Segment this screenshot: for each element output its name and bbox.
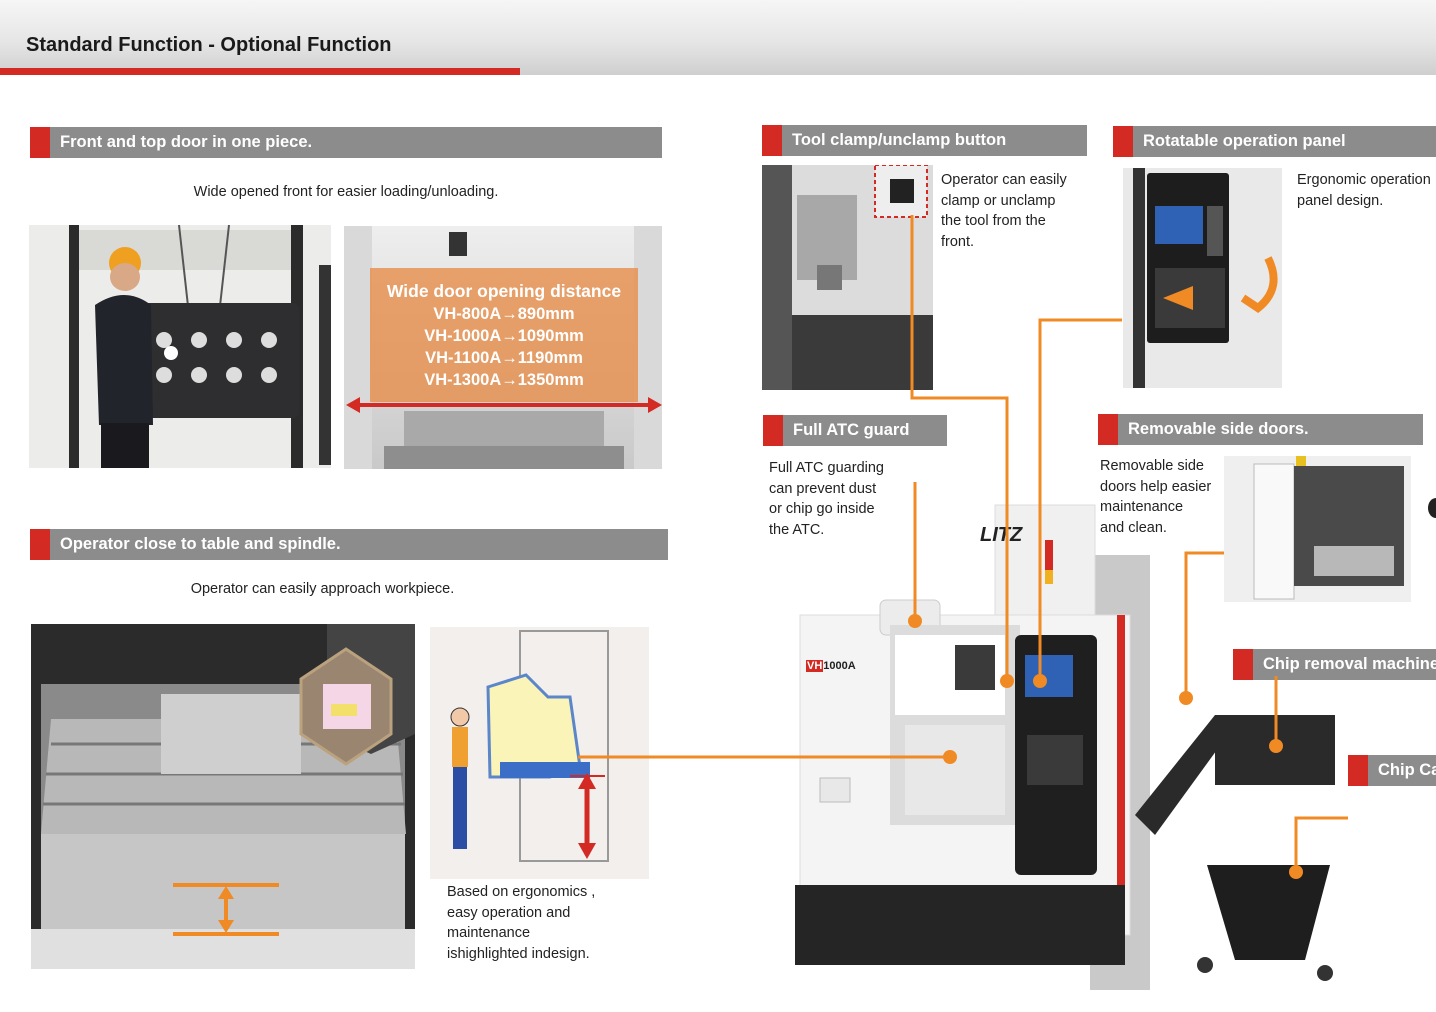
chip-removal-header: Chip removal machine — [1233, 649, 1436, 680]
side-doors-title: Removable side doors. — [1128, 420, 1309, 438]
chip-cart-header: Chip Ca — [1348, 755, 1436, 786]
operation-panel-photo — [1123, 168, 1282, 388]
text-line: the ATC. — [769, 521, 825, 538]
callout-dot — [908, 614, 922, 628]
tool-clamp-text: Operator can easily clamp or unclamp the… — [941, 170, 1091, 252]
text-line: Removable side — [1100, 458, 1204, 474]
text-line: panel design. — [1297, 192, 1384, 209]
machine-model-label: VH1000A — [806, 660, 856, 672]
front-door-loading-photo — [29, 225, 331, 468]
chip-cart-title: Chip Ca — [1378, 761, 1436, 779]
rotatable-panel-title: Rotatable operation panel — [1143, 132, 1346, 150]
front-door-header: Front and top door in one piece. — [30, 127, 662, 158]
operator-close-title: Operator close to table and spindle. — [60, 535, 341, 553]
callout-line: VH-1300A→1350mm — [424, 371, 584, 389]
tool-clamp-header: Tool clamp/unclamp button — [762, 125, 1087, 156]
caption-line: Based on ergonomics , — [447, 884, 596, 900]
machine-brand-logo: LITZ — [980, 524, 1023, 546]
caption-line: ishighlighted indesign. — [447, 945, 590, 962]
page-title: Standard Function - Optional Function — [26, 34, 392, 56]
atc-guard-header: Full ATC guard — [763, 415, 947, 446]
rotatable-panel-text: Ergonomic operation panel design. — [1297, 170, 1436, 211]
tool-clamp-photo — [762, 165, 933, 390]
text-line: Full ATC guarding — [769, 460, 884, 476]
side-doors-header: Removable side doors. — [1098, 414, 1423, 445]
header-marker — [30, 529, 50, 560]
text-line: can prevent dust — [769, 480, 877, 497]
atc-guard-text: Full ATC guarding can prevent dust or ch… — [769, 458, 909, 540]
operator-close-description: Operator can easily approach workpiece. — [190, 581, 455, 597]
text-line: or chip go inside — [769, 501, 875, 517]
ergonomics-diagram — [430, 627, 649, 879]
caption-line: maintenance — [447, 925, 531, 941]
side-door-photo — [1224, 456, 1411, 602]
header-marker — [1098, 414, 1118, 445]
model-badge: VH — [806, 660, 824, 672]
callout-dot — [1179, 691, 1193, 705]
operator-close-header: Operator close to table and spindle. — [30, 529, 668, 560]
header-marker — [1348, 755, 1368, 786]
callout-line: VH-1100A→1190mm — [425, 349, 583, 367]
header-marker — [1113, 126, 1133, 157]
rotatable-panel-header: Rotatable operation panel — [1113, 126, 1436, 157]
text-line: Operator can easily — [941, 172, 1067, 188]
header-marker — [30, 127, 50, 158]
callout-dot — [1289, 865, 1303, 879]
text-line: clamp or unclamp — [941, 192, 1056, 209]
front-door-title: Front and top door in one piece. — [60, 133, 313, 151]
callout-dot — [1000, 674, 1014, 688]
table-closeup-photo — [31, 624, 415, 969]
text-line: front. — [941, 233, 975, 250]
tool-clamp-title: Tool clamp/unclamp button — [792, 131, 1007, 149]
title-underline — [0, 68, 520, 75]
callout-dot — [1033, 674, 1047, 688]
front-door-description: Wide opened front for easier loading/unl… — [193, 184, 499, 200]
atc-guard-title: Full ATC guard — [793, 421, 910, 439]
page-marker-dot — [1428, 498, 1436, 518]
header-marker — [763, 415, 783, 446]
text-line: Ergonomic operation — [1297, 172, 1431, 188]
caption-line: easy operation and — [447, 904, 571, 921]
header-marker — [762, 125, 782, 156]
callout-dot — [943, 750, 957, 764]
callout-line: VH-1000A→1090mm — [424, 327, 584, 345]
model-suffix: 1000A — [823, 660, 856, 672]
ergonomics-caption: Based on ergonomics , easy operation and… — [447, 882, 637, 964]
top-banner — [0, 0, 1436, 75]
callout-line: VH-800A→890mm — [433, 305, 575, 323]
callout-title: Wide door opening distance — [386, 281, 622, 301]
callout-dot — [1269, 739, 1283, 753]
chip-removal-title: Chip removal machine — [1263, 655, 1436, 673]
header-marker — [1233, 649, 1253, 680]
text-line: doors help easier — [1100, 478, 1212, 495]
wide-door-callout: Wide door opening distance VH-800A→890mm… — [370, 268, 638, 402]
text-line: the tool from the — [941, 213, 1046, 229]
